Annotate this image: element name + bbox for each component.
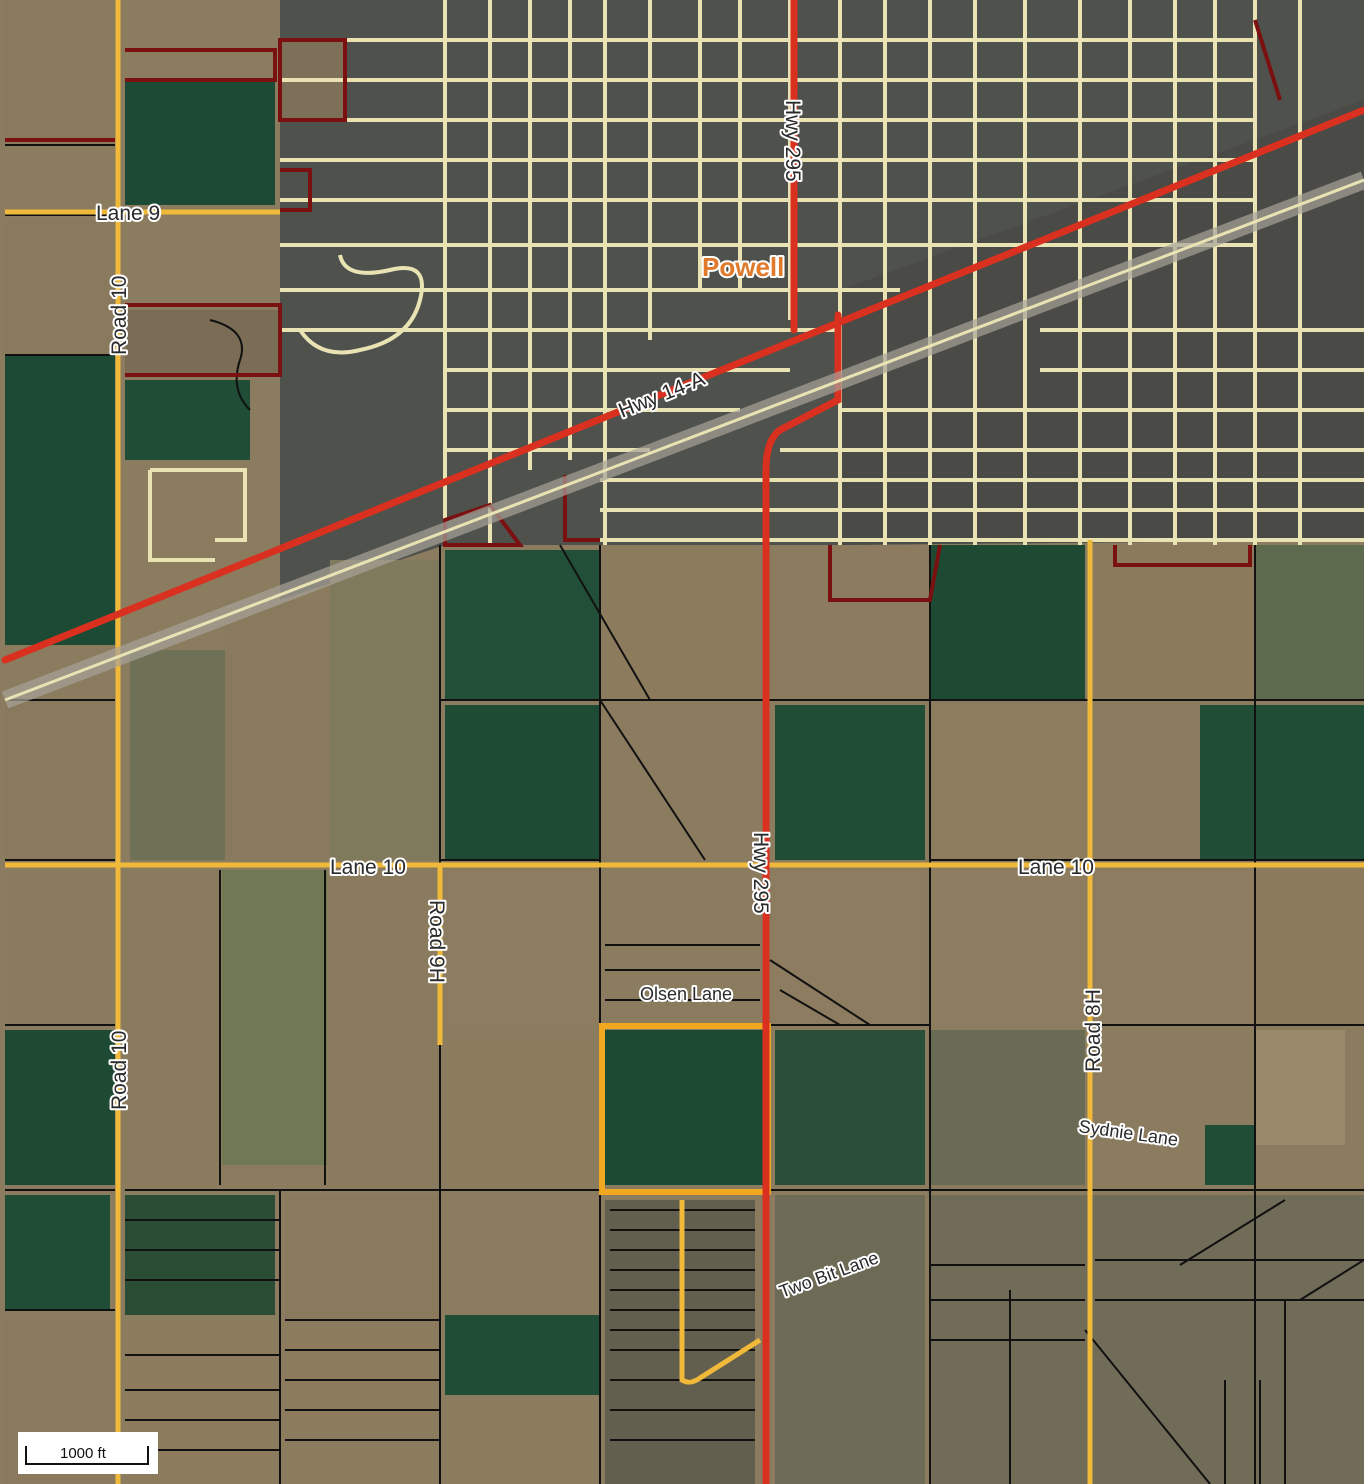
field (5, 1030, 115, 1185)
field (130, 650, 225, 860)
field (445, 1195, 600, 1315)
hwy-295-south-line (762, 311, 842, 1484)
field (1200, 705, 1364, 860)
field (5, 355, 115, 645)
field (330, 560, 440, 860)
field (775, 1195, 925, 1484)
field (775, 545, 925, 700)
field (930, 870, 1085, 1025)
label-lane-10-west: Lane 10 (330, 856, 406, 879)
cul-de-sac-road-line (679, 1200, 762, 1385)
field (1255, 545, 1364, 700)
field (605, 545, 755, 700)
field (125, 80, 275, 205)
label-olsen-lane: Olsen Lane (640, 984, 732, 1004)
label-hwy-295-north: Hwy 295 (781, 100, 804, 182)
field (445, 1400, 600, 1484)
city-limit-boundaries (5, 19, 1282, 602)
field (5, 0, 115, 140)
field (125, 1195, 275, 1315)
scale-bar: 1000 ft (18, 1432, 158, 1474)
field (330, 870, 440, 1185)
field (1255, 870, 1364, 1025)
field (5, 220, 115, 355)
field (775, 870, 925, 1025)
field (445, 550, 600, 700)
field (605, 1030, 765, 1185)
field (222, 870, 327, 1165)
field (285, 1195, 440, 1330)
label-hwy-295-south: Hwy 295 (749, 832, 772, 914)
field (930, 1030, 1085, 1185)
field (125, 380, 250, 460)
field (930, 545, 1085, 700)
field (5, 1195, 110, 1310)
field (225, 600, 330, 860)
field (125, 870, 220, 1185)
urban-area-east (840, 100, 1364, 545)
field (125, 310, 280, 375)
town-label-powell: Powell (702, 252, 784, 282)
label-road-10-south: Road 10 (108, 1031, 131, 1110)
field (1095, 545, 1255, 700)
county-roads (5, 0, 1364, 1484)
label-road-9h: Road 9H (425, 900, 448, 983)
field (445, 1315, 600, 1395)
label-lane-10-east: Lane 10 (1018, 856, 1094, 879)
label-road-8h: Road 8H (1082, 989, 1105, 1072)
field (445, 870, 600, 1025)
field (930, 705, 1085, 860)
railroad-track (4, 178, 1364, 702)
field (1205, 1125, 1255, 1185)
label-road-10-north: Road 10 (108, 276, 131, 355)
field (1255, 1030, 1345, 1145)
field (445, 1045, 600, 1185)
label-lane-9: Lane 9 (96, 202, 160, 225)
field (775, 705, 925, 860)
field (5, 700, 115, 860)
field (445, 705, 600, 860)
scale-bar-label: 1000 ft (60, 1445, 107, 1462)
scale-bar-line (25, 1446, 149, 1465)
hwy-14a-line (1, 106, 1364, 664)
scale-bar-bg (18, 1432, 158, 1474)
field (5, 870, 115, 1025)
field (1095, 870, 1255, 1025)
field (775, 1030, 925, 1185)
